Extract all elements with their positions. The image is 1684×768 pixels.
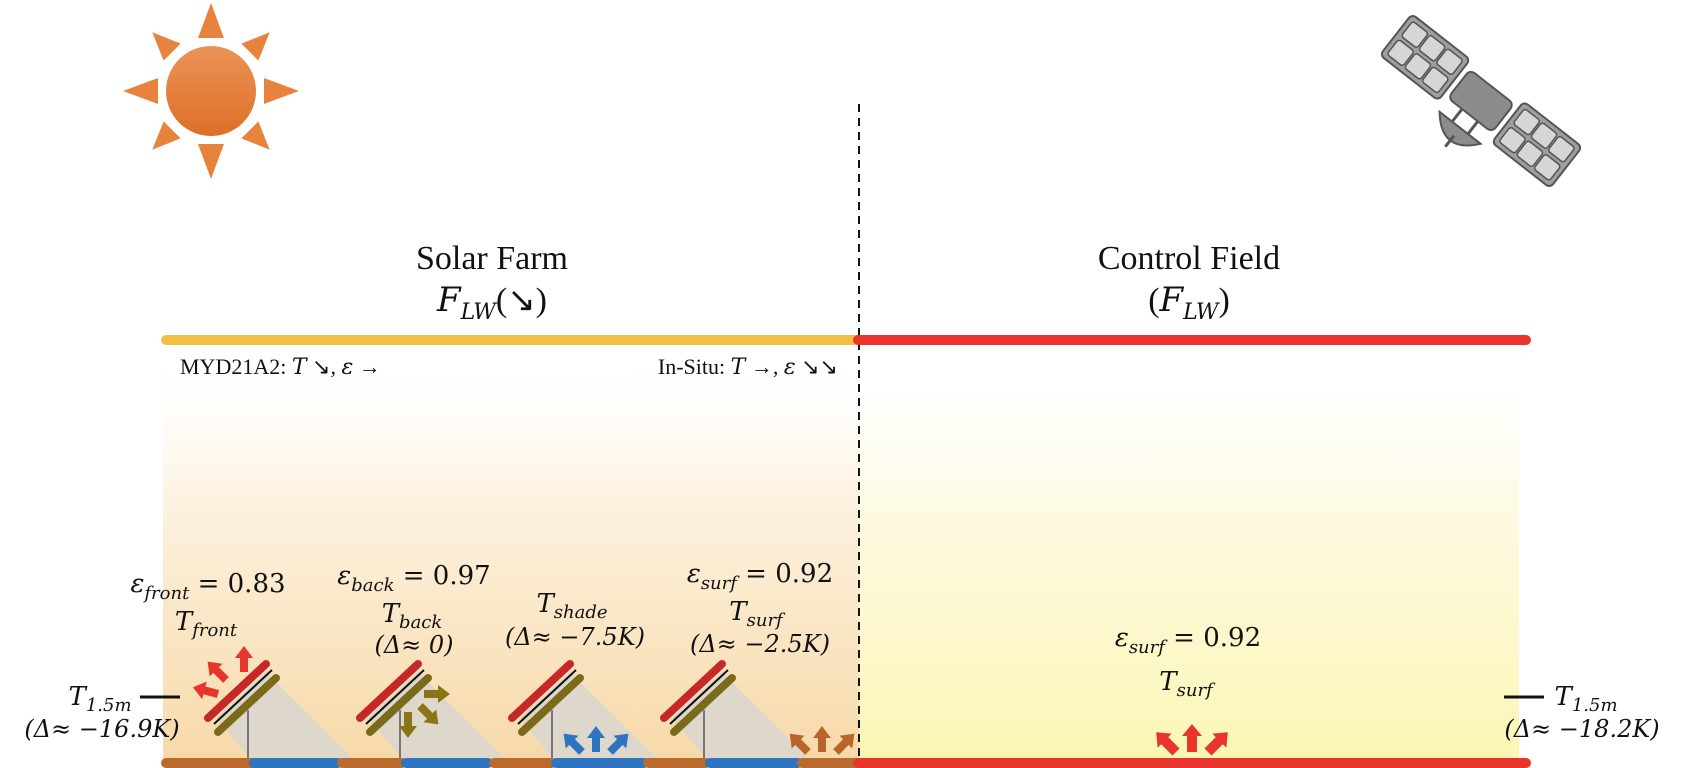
t15-left-delta: (Δ≈ −16.9K) — [24, 715, 179, 743]
t-back-label: Tback — [382, 599, 443, 633]
t-front-label: Tfront — [175, 607, 238, 641]
solar-panel-4 — [660, 660, 736, 758]
solar-farm-flux: FLW(↘) — [436, 280, 547, 325]
t-surf-farm-label: Tsurf — [729, 597, 786, 631]
control-field-title: Control Field — [1098, 240, 1280, 277]
t15-left-label: T1.5m — [68, 682, 131, 716]
back-emission-arrows — [399, 685, 450, 738]
shade-emission-arrows — [563, 726, 629, 755]
insitu-note: In-Situ: T →, ε ↘↘ — [658, 354, 838, 380]
t15-right-label: T1.5m — [1554, 682, 1617, 716]
surf-emission-arrows — [789, 726, 855, 755]
t15-right-delta: (Δ≈ −18.2K) — [1504, 715, 1659, 743]
eps-surf-control-label: εsurf = 0.92 — [1115, 623, 1261, 658]
control-field-flux: (FLW) — [1148, 280, 1230, 325]
t-shade-delta: (Δ≈ −7.5K) — [505, 623, 645, 651]
solar-farm-title: Solar Farm — [416, 240, 568, 277]
eps-front-label: εfront = 0.83 — [130, 569, 285, 604]
control-field-background — [859, 345, 1519, 765]
solar-panel-1 — [204, 660, 280, 758]
t-surf-control-label: Tsurf — [1159, 667, 1216, 701]
modis-note: MYD21A2: T ↘, ε → — [180, 354, 381, 380]
satellite-icon — [1380, 15, 1582, 187]
t-back-delta: (Δ≈ 0) — [374, 631, 453, 659]
solar-panel-2 — [356, 660, 432, 758]
control-emission-arrows — [1156, 724, 1228, 756]
panel-shadows — [216, 672, 808, 758]
sun-icon — [123, 3, 299, 179]
eps-surf-farm-label: εsurf = 0.92 — [687, 559, 833, 594]
solar-panel-3 — [508, 660, 584, 758]
front-emission-arrows — [192, 646, 253, 700]
eps-back-label: εback = 0.97 — [337, 561, 490, 596]
t-surf-farm-delta: (Δ≈ −2.5K) — [690, 630, 830, 658]
t-shade-label: Tshade — [536, 589, 607, 623]
